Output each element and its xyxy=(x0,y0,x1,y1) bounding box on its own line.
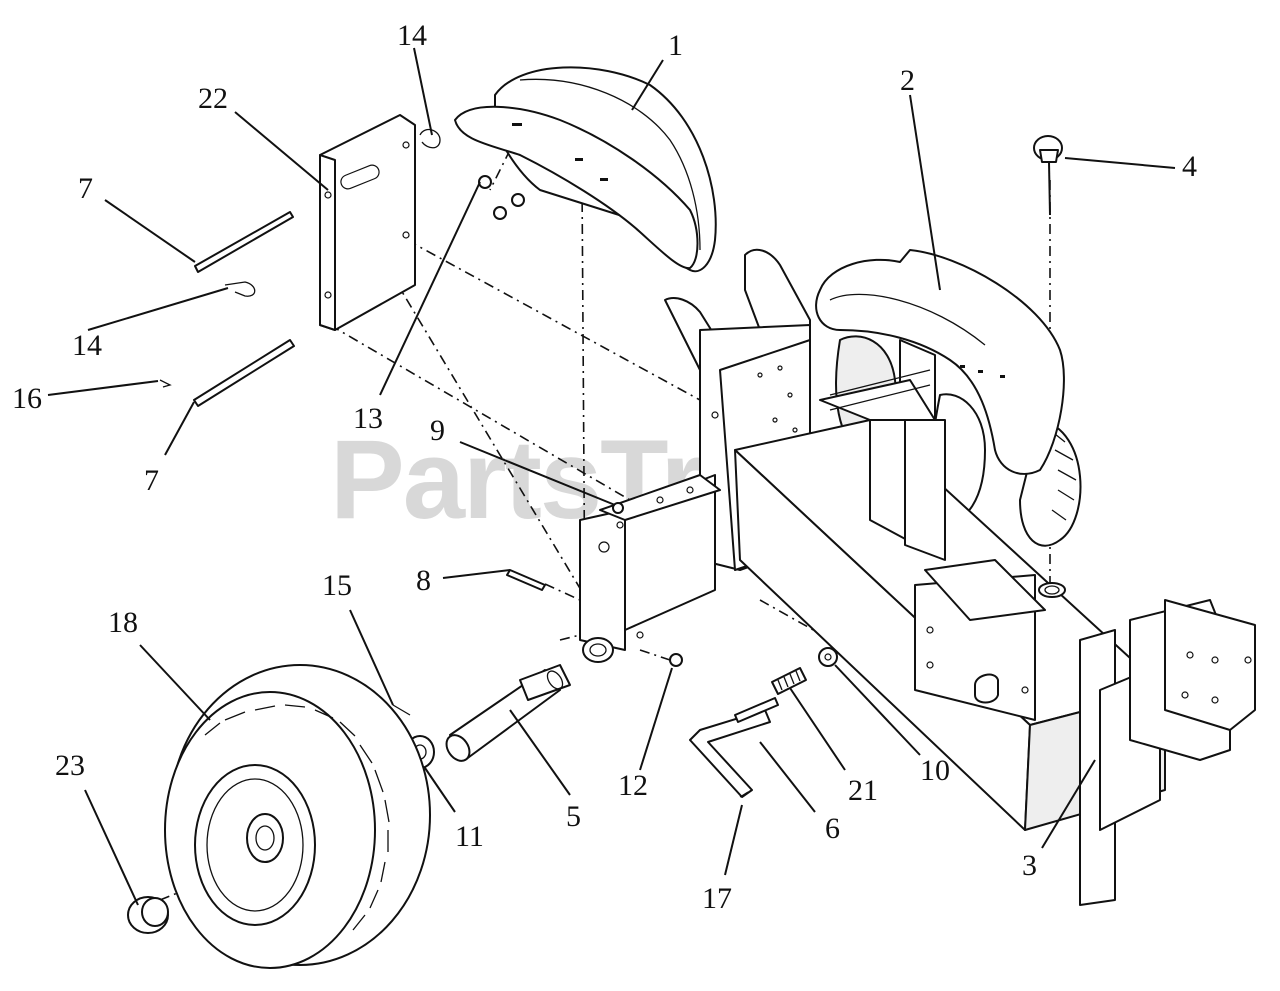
axle-bracket xyxy=(579,474,721,663)
callout-18: 18 xyxy=(108,606,138,639)
callout-8: 8 xyxy=(416,564,431,597)
main-beam xyxy=(734,369,1256,906)
callout-21: 21 xyxy=(848,774,878,807)
callout-14-top: 14 xyxy=(397,19,427,52)
leader-lines xyxy=(47,47,1176,906)
hitch-plate xyxy=(319,114,416,331)
callout-7-bottom: 7 xyxy=(144,464,159,497)
callout-23: 23 xyxy=(55,749,85,782)
callout-3: 3 xyxy=(1022,849,1037,882)
wheel xyxy=(164,664,431,969)
callout-11: 11 xyxy=(455,820,484,853)
callout-9: 9 xyxy=(430,414,445,447)
callout-17: 17 xyxy=(702,882,732,915)
fender-left xyxy=(454,66,717,273)
callout-4: 4 xyxy=(1182,150,1197,183)
callout-14-left: 14 xyxy=(72,329,102,362)
callout-22: 22 xyxy=(198,82,228,115)
callout-12: 12 xyxy=(618,769,648,802)
callout-numbers: 1 2 3 4 5 6 7 7 8 9 10 11 12 13 14 14 15… xyxy=(12,19,1197,915)
hardware xyxy=(159,128,838,798)
callout-5: 5 xyxy=(566,800,581,833)
callout-7-top: 7 xyxy=(78,172,93,205)
callout-10: 10 xyxy=(920,754,950,787)
hub-cap xyxy=(127,896,169,934)
axle xyxy=(445,664,571,762)
callout-16: 16 xyxy=(12,382,42,415)
callout-13: 13 xyxy=(353,402,383,435)
callout-6: 6 xyxy=(825,812,840,845)
callout-1: 1 xyxy=(668,29,683,62)
callout-15: 15 xyxy=(322,569,352,602)
callout-2: 2 xyxy=(900,64,915,97)
knob xyxy=(1033,135,1063,216)
